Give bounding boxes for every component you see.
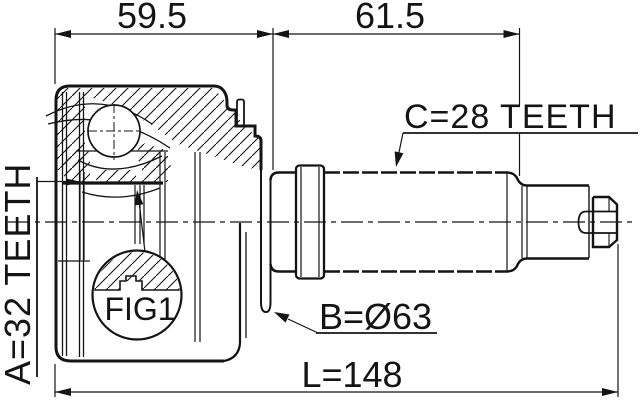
dim-top-right-label: 61.5 bbox=[355, 0, 425, 36]
total-length-label: L=148 bbox=[301, 354, 402, 395]
dimension-labels: 59.5 61.5 C=28 TEETH B=Ø63 L=148 A=32 TE… bbox=[0, 0, 617, 395]
spline-a-label: A=32 TEETH bbox=[0, 163, 38, 385]
spline-c-label: C=28 TEETH bbox=[404, 98, 617, 136]
fig1-label: FIG1 bbox=[104, 291, 175, 327]
dim-top-left-label: 59.5 bbox=[117, 0, 187, 36]
section-hatching bbox=[57, 88, 261, 182]
bearing-ball bbox=[87, 104, 142, 160]
dimension-lines bbox=[36, 28, 638, 397]
fig1-detail bbox=[91, 190, 183, 341]
shaft-outline bbox=[269, 164, 619, 280]
diameter-b-label: B=Ø63 bbox=[319, 296, 432, 337]
inner-race-and-cage bbox=[45, 103, 201, 342]
housing-outline bbox=[54, 84, 272, 363]
dimension-arrowheads bbox=[55, 30, 618, 396]
